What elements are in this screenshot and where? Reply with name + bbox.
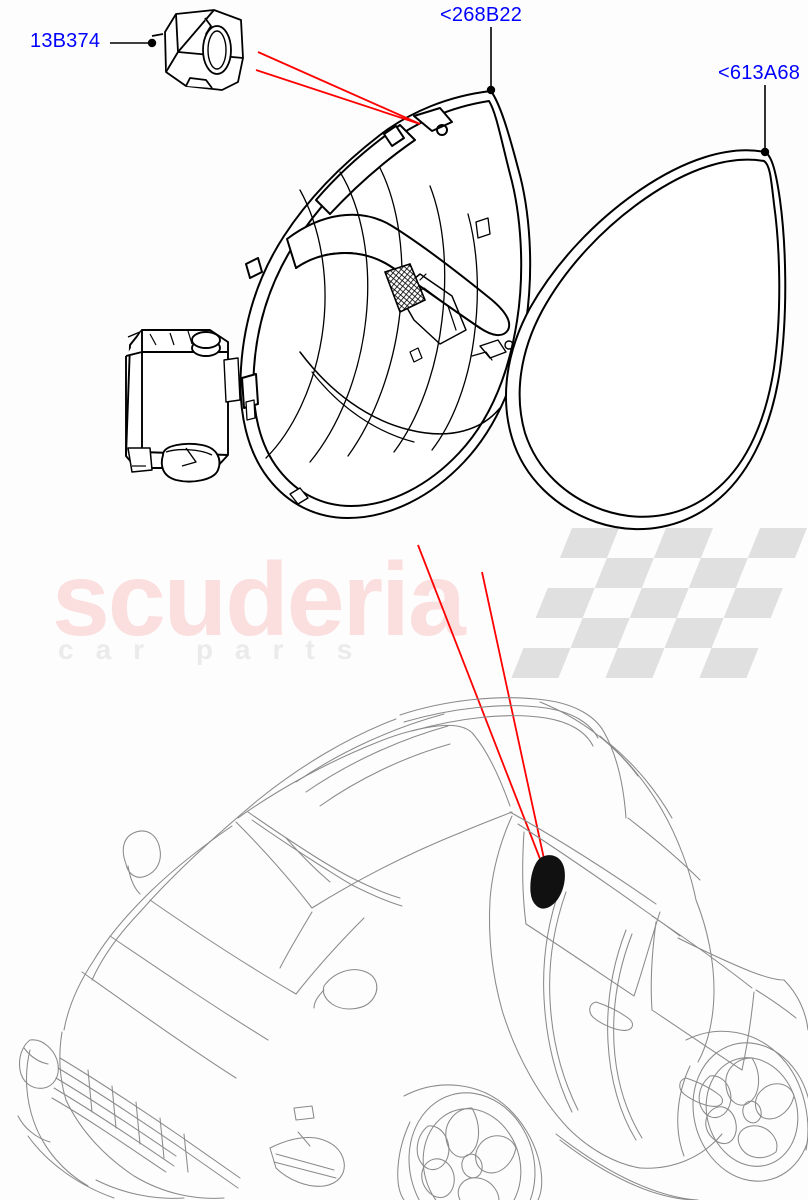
part-label-268B22[interactable]: <268B22 <box>440 4 523 26</box>
part-door-module-box <box>125 329 241 483</box>
leader-lines <box>110 27 766 152</box>
leader-dot-268B22 <box>486 85 496 95</box>
watermark-sub-text: car parts <box>58 634 375 665</box>
part-switch-actuator <box>151 9 244 91</box>
part-door-trim-panel <box>239 90 532 519</box>
pointer-vehicle-right <box>481 571 550 883</box>
speaker-grille-mesh <box>383 263 427 314</box>
part-water-shield <box>505 149 787 531</box>
highlight-region <box>530 855 565 909</box>
watermark-main-text: scuderia <box>52 542 466 658</box>
pointer-vehicle-left <box>417 544 550 883</box>
red-pointer-lines <box>255 51 550 883</box>
pointer-switch-lower <box>255 69 421 125</box>
part-label-13B374[interactable]: 13B374 <box>30 30 101 52</box>
leader-dots <box>147 38 770 157</box>
pointer-switch-upper <box>257 51 421 125</box>
leader-dot-13B374 <box>147 38 157 48</box>
part-label-613A68[interactable]: <613A68 <box>718 62 801 84</box>
leader-dot-613A68 <box>760 147 770 157</box>
checkered-flag-icon <box>511 528 807 678</box>
